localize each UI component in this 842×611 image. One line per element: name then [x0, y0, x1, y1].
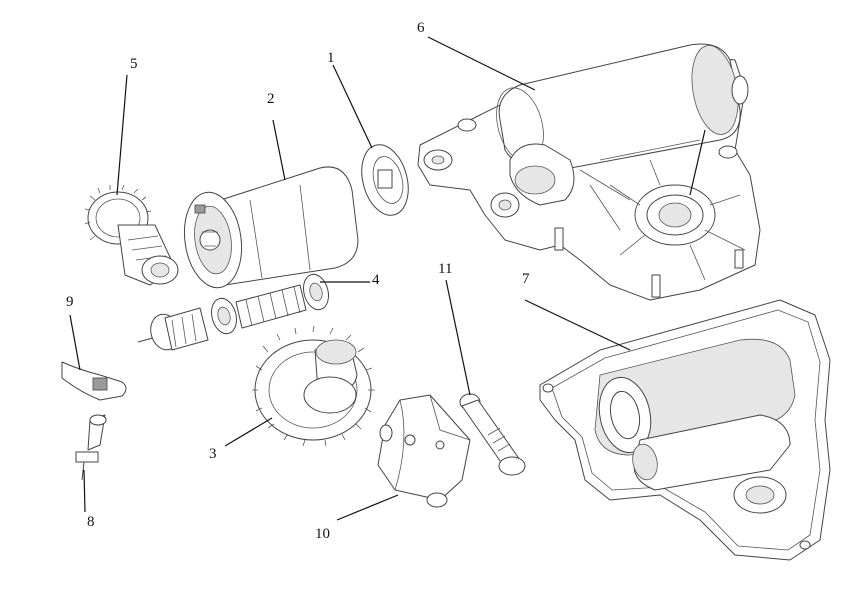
leader-5 — [116, 74, 128, 196]
part-1-brush-plate — [361, 144, 409, 216]
leader-8 — [83, 469, 86, 513]
part-10-mounting-bracket — [377, 394, 471, 508]
leader-10 — [336, 494, 399, 521]
leader-1 — [332, 64, 373, 149]
part-labels: 1 2 3 4 5 6 7 8 9 10 11 — [66, 20, 530, 542]
part-3-output-gear — [252, 325, 375, 447]
part-5-worm-gear-shaft — [84, 184, 179, 286]
leader-lines — [69, 36, 706, 521]
label-part-9: 9 — [66, 294, 74, 310]
leader-11 — [445, 279, 471, 396]
label-part-8: 8 — [87, 514, 95, 530]
part-4-worm-assembly — [137, 273, 329, 351]
label-part-10: 10 — [315, 526, 330, 542]
leader-7 — [524, 299, 631, 351]
part-8-pivot-pin — [75, 414, 107, 481]
label-part-5: 5 — [130, 56, 138, 72]
leader-3 — [224, 417, 273, 447]
part-2-motor-can — [183, 166, 359, 289]
part-6-gear-housing — [417, 43, 761, 301]
label-part-11: 11 — [438, 261, 452, 277]
part-9-drive-link — [61, 361, 127, 401]
label-part-6: 6 — [417, 20, 425, 36]
label-part-7: 7 — [522, 271, 530, 287]
label-part-1: 1 — [327, 50, 335, 66]
leader-6b — [689, 129, 706, 196]
leader-2 — [272, 119, 286, 181]
label-part-2: 2 — [267, 91, 275, 107]
part-11-bolt — [459, 393, 526, 476]
leader-9 — [69, 314, 81, 371]
part-7-housing-cover — [539, 299, 831, 561]
leader-6 — [427, 36, 536, 91]
label-part-3: 3 — [209, 446, 217, 462]
label-part-4: 4 — [372, 272, 380, 288]
